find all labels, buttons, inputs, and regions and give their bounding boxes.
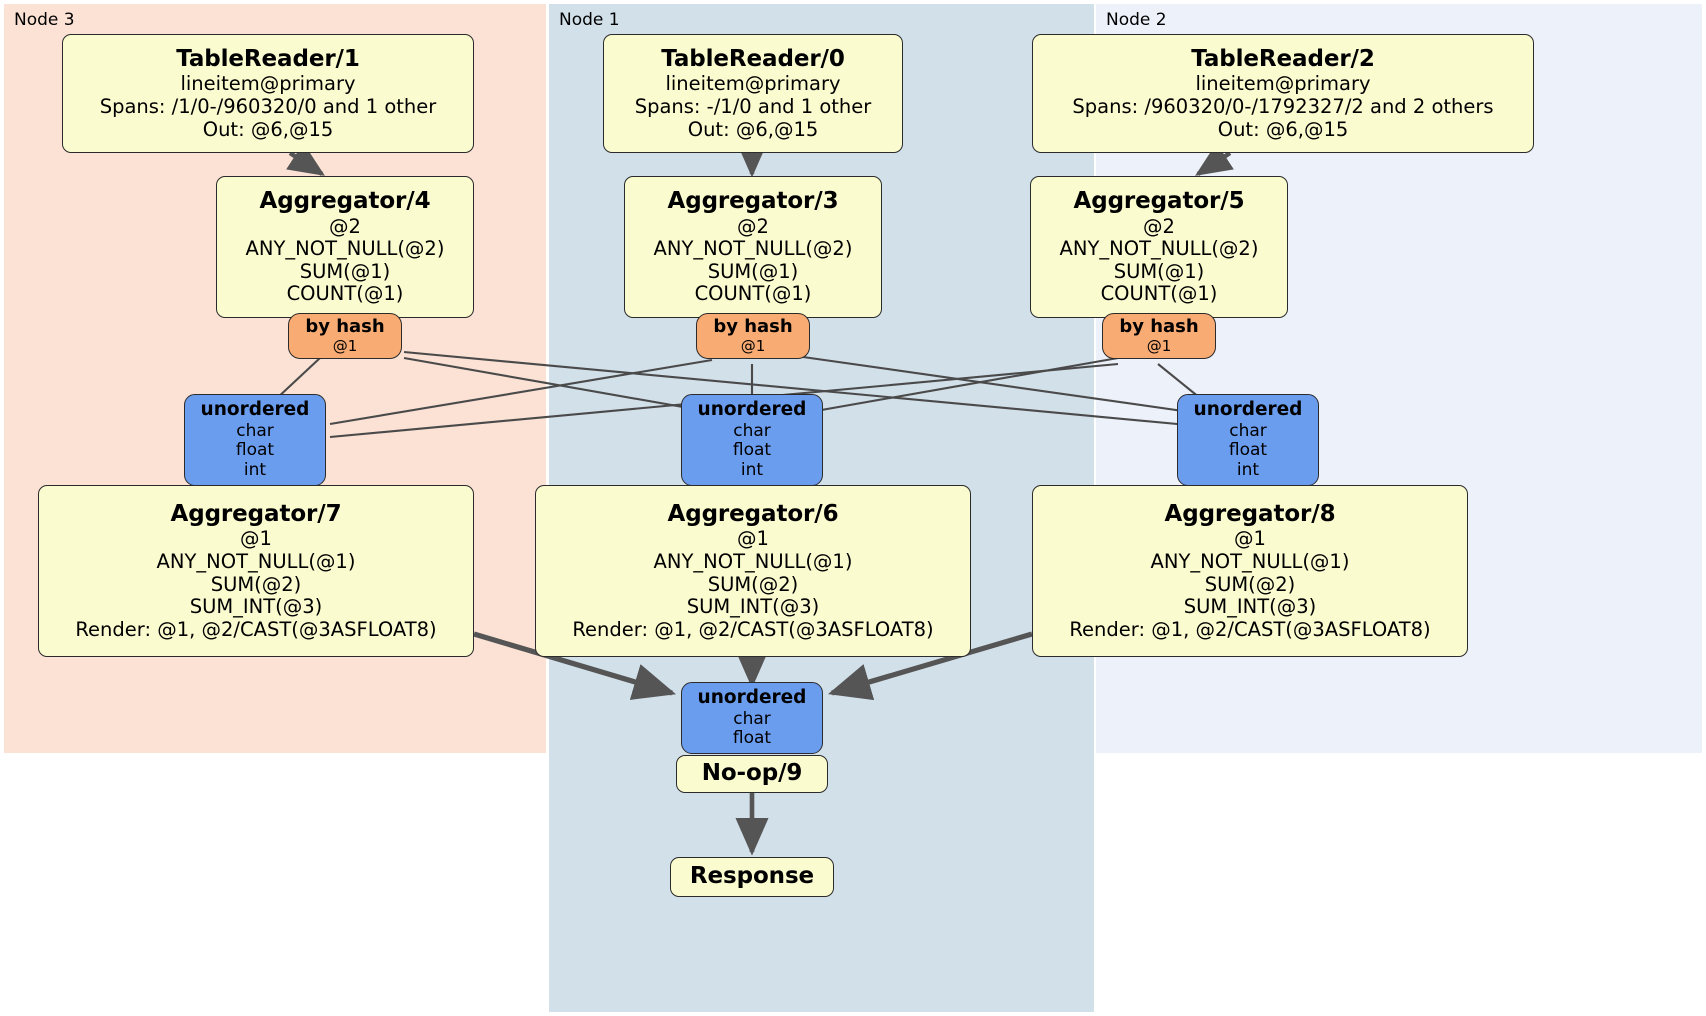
processor-title: Aggregator/7 (170, 500, 342, 527)
processor-line: SUM_INT(@3) (686, 595, 820, 619)
router-by-hash-node1[interactable]: by hash @1 (696, 313, 810, 359)
processor-line: SUM_INT(@3) (189, 595, 323, 619)
processor-title: Aggregator/3 (667, 187, 839, 214)
synchronizer-title: unordered (1193, 399, 1303, 421)
processor-line: ANY_NOT_NULL(@2) (653, 237, 853, 261)
synchronizer-unordered-final[interactable]: unordered char float (681, 682, 823, 754)
synchronizer-type: float (732, 440, 772, 461)
synchronizer-unordered-node2[interactable]: unordered char float int (1177, 394, 1319, 486)
processor-render-line: Render: @1, @2/CAST(@3ASFLOAT8) (75, 617, 437, 641)
synchronizer-title: unordered (697, 399, 807, 421)
processor-line: COUNT(@1) (1100, 282, 1218, 306)
cluster-node-1-label: Node 1 (559, 10, 620, 30)
processor-line: @1 (240, 527, 272, 551)
processor-line: ANY_NOT_NULL(@2) (245, 237, 445, 261)
processor-line: SUM_INT(@3) (1183, 595, 1317, 619)
processor-aggregator-6[interactable]: Aggregator/6 @1 ANY_NOT_NULL(@1) SUM(@2)… (535, 485, 971, 657)
processor-line: Spans: -/1/0 and 1 other (634, 95, 872, 119)
processor-line: SUM(@2) (707, 572, 799, 596)
processor-title: Response (689, 863, 815, 890)
processor-line: Spans: /1/0-/960320/0 and 1 other (99, 95, 437, 119)
processor-line: COUNT(@1) (694, 282, 812, 306)
processor-line: ANY_NOT_NULL(@1) (156, 549, 356, 573)
processor-aggregator-3[interactable]: Aggregator/3 @2 ANY_NOT_NULL(@2) SUM(@1)… (624, 176, 882, 318)
processor-title: Aggregator/8 (1164, 500, 1336, 527)
synchronizer-unordered-node1[interactable]: unordered char float int (681, 394, 823, 486)
synchronizer-type: int (1236, 460, 1260, 481)
processor-title: TableReader/1 (176, 45, 360, 72)
processor-line: SUM(@1) (299, 259, 391, 283)
processor-line: lineitem@primary (1195, 72, 1371, 96)
processor-title: TableReader/2 (1191, 45, 1375, 72)
synchronizer-type: float (1228, 440, 1268, 461)
router-line: @1 (1146, 336, 1172, 355)
router-title: by hash (305, 315, 385, 337)
processor-line: Out: @6,@15 (687, 117, 819, 141)
processor-title: Aggregator/4 (259, 187, 431, 214)
router-by-hash-node2[interactable]: by hash @1 (1102, 313, 1216, 359)
router-line: @1 (740, 336, 766, 355)
cluster-node-2-label: Node 2 (1106, 10, 1167, 30)
processor-line: SUM(@2) (1204, 572, 1296, 596)
processor-line: SUM(@1) (707, 259, 799, 283)
processor-line: ANY_NOT_NULL(@2) (1059, 237, 1259, 261)
processor-line: @2 (329, 214, 361, 238)
processor-line: lineitem@primary (665, 72, 841, 96)
processor-line: ANY_NOT_NULL(@1) (653, 549, 853, 573)
processor-aggregator-7[interactable]: Aggregator/7 @1 ANY_NOT_NULL(@1) SUM(@2)… (38, 485, 474, 657)
synchronizer-type: char (733, 420, 771, 441)
synchronizer-type: char (1229, 420, 1267, 441)
synchronizer-title: unordered (200, 399, 310, 421)
router-title: by hash (713, 315, 793, 337)
router-title: by hash (1119, 315, 1199, 337)
processor-line: SUM(@2) (210, 572, 302, 596)
processor-response[interactable]: Response (670, 857, 834, 897)
processor-title: TableReader/0 (661, 45, 845, 72)
processor-line: @1 (737, 527, 769, 551)
router-by-hash-node3[interactable]: by hash @1 (288, 313, 402, 359)
processor-line: @2 (737, 214, 769, 238)
synchronizer-type: char (733, 708, 771, 729)
processor-aggregator-8[interactable]: Aggregator/8 @1 ANY_NOT_NULL(@1) SUM(@2)… (1032, 485, 1468, 657)
processor-line: SUM(@1) (1113, 259, 1205, 283)
router-line: @1 (332, 336, 358, 355)
cluster-node-3-label: Node 3 (14, 10, 75, 30)
processor-tablereader-2[interactable]: TableReader/2 lineitem@primary Spans: /9… (1032, 34, 1534, 153)
synchronizer-type: int (740, 460, 764, 481)
processor-line: Spans: /960320/0-/1792327/2 and 2 others (1072, 95, 1494, 119)
processor-line: @2 (1143, 214, 1175, 238)
synchronizer-type: int (243, 460, 267, 481)
synchronizer-type: float (235, 440, 275, 461)
processor-line: Out: @6,@15 (202, 117, 334, 141)
processor-title: No-op/9 (701, 760, 803, 787)
processor-tablereader-1[interactable]: TableReader/1 lineitem@primary Spans: /1… (62, 34, 474, 153)
synchronizer-unordered-node3[interactable]: unordered char float int (184, 394, 326, 486)
processor-aggregator-4[interactable]: Aggregator/4 @2 ANY_NOT_NULL(@2) SUM(@1)… (216, 176, 474, 318)
processor-line: lineitem@primary (180, 72, 356, 96)
processor-title: Aggregator/5 (1073, 187, 1245, 214)
processor-line: Out: @6,@15 (1217, 117, 1349, 141)
processor-render-line: Render: @1, @2/CAST(@3ASFLOAT8) (1069, 617, 1431, 641)
processor-line: ANY_NOT_NULL(@1) (1150, 549, 1350, 573)
processor-render-line: Render: @1, @2/CAST(@3ASFLOAT8) (572, 617, 934, 641)
processor-line: COUNT(@1) (286, 282, 404, 306)
synchronizer-title: unordered (697, 687, 807, 709)
synchronizer-type: float (732, 728, 772, 749)
processor-tablereader-0[interactable]: TableReader/0 lineitem@primary Spans: -/… (603, 34, 903, 153)
processor-line: @1 (1234, 527, 1266, 551)
processor-noop-9[interactable]: No-op/9 (676, 755, 828, 793)
processor-title: Aggregator/6 (667, 500, 839, 527)
processor-aggregator-5[interactable]: Aggregator/5 @2 ANY_NOT_NULL(@2) SUM(@1)… (1030, 176, 1288, 318)
synchronizer-type: char (236, 420, 274, 441)
